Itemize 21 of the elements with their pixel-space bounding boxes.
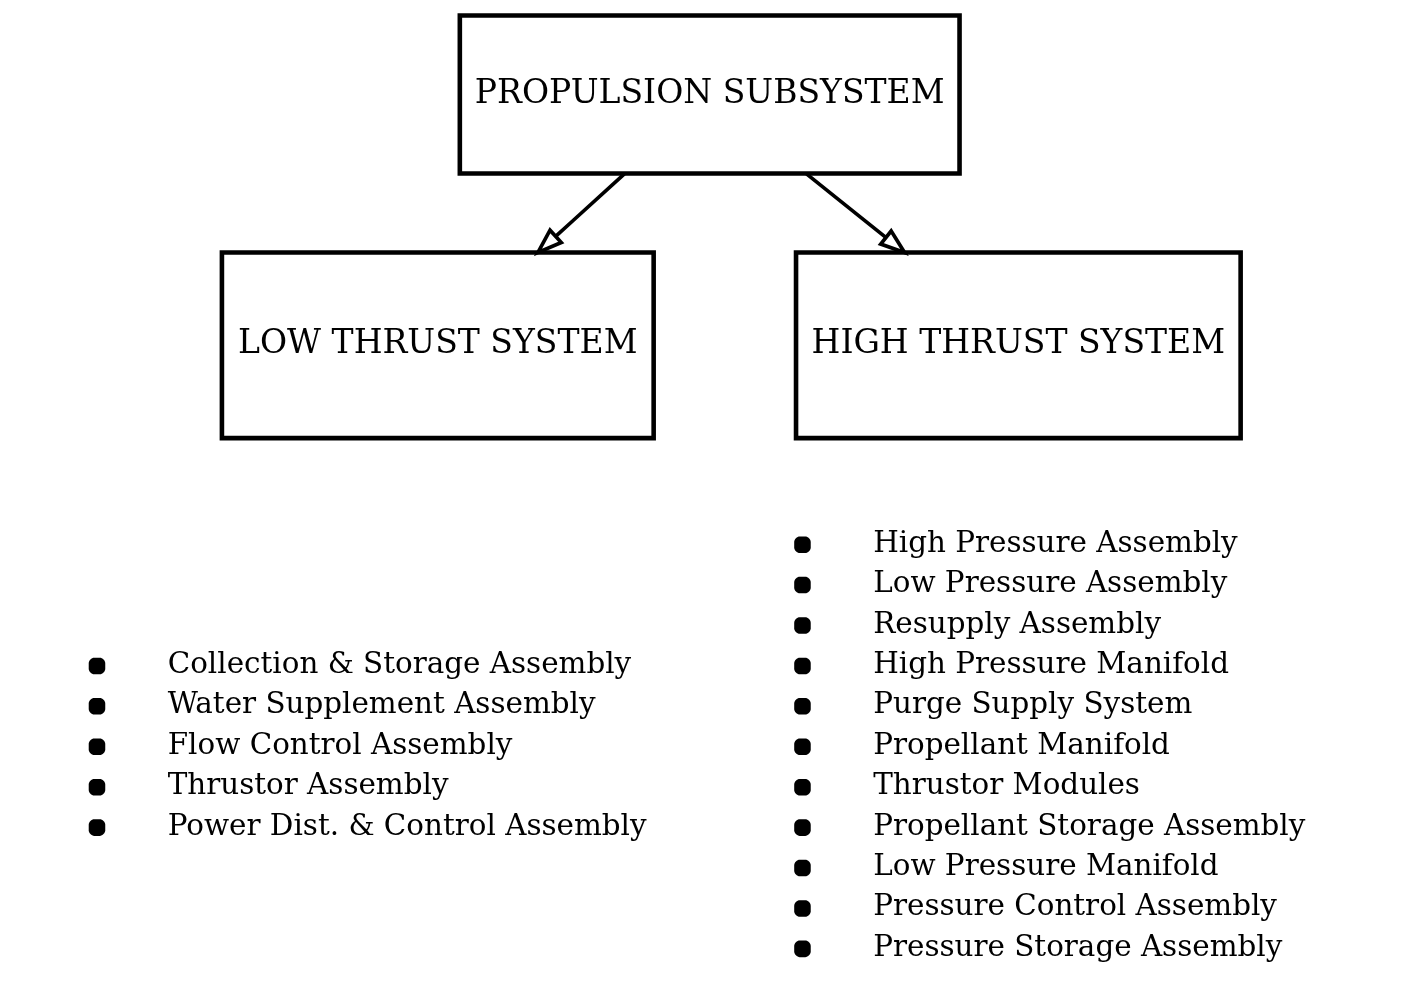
node-label: Propellant Manifold [873,726,1170,761]
node-label: Flow Control Assembly [167,726,513,761]
node-label: Water Supplement Assembly [167,686,596,721]
node-box: PROPULSION SUBSYSTEM [457,13,962,176]
node-box: LOW THRUST SYSTEM [219,250,656,441]
node-label: Power Dist. & Control Assembly [167,807,647,842]
node-label: Propellant Storage Assembly [873,807,1306,842]
node-label: Thrustor Assembly [167,767,449,802]
node-label: Pressure Storage Assembly [873,928,1283,963]
node-label: Resupply Assembly [873,605,1162,640]
node-label: Low Pressure Manifold [873,848,1219,883]
node-label: Collection & Storage Assembly [167,645,632,680]
node-box: HIGH THRUST SYSTEM [793,250,1243,441]
arrow [533,172,626,257]
node-label: Purge Supply System [873,686,1193,721]
node-label: Pressure Control Assembly [873,888,1277,923]
arrow [805,172,909,256]
node-label: Low Pressure Assembly [873,565,1228,600]
node-label: High Pressure Assembly [873,524,1238,559]
node-label: High Pressure Manifold [873,645,1229,680]
node-label: Thrustor Modules [873,767,1140,802]
